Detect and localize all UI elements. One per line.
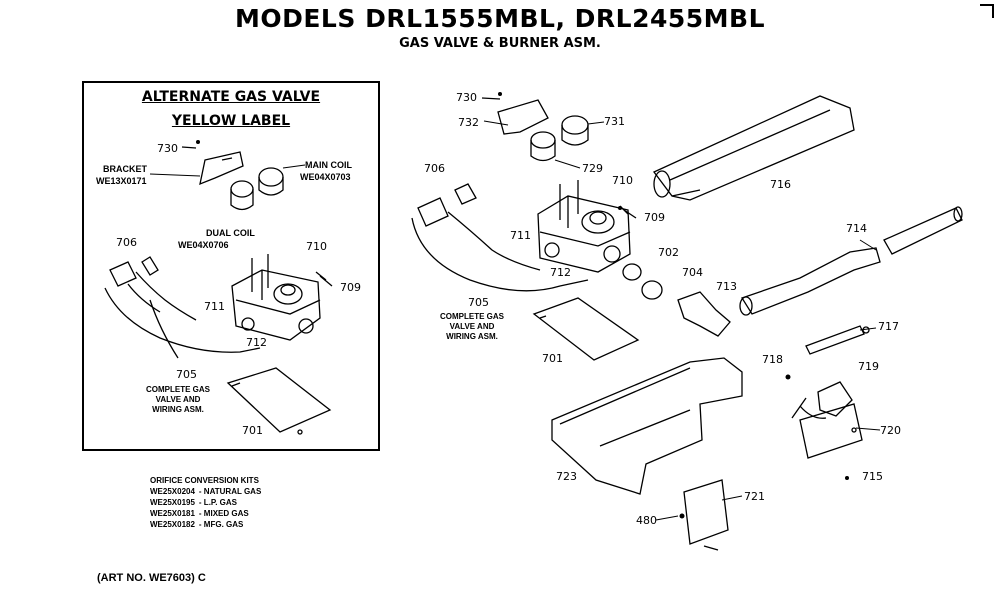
callout-721: 721	[744, 490, 765, 503]
inset-dual-coil-label: DUAL COIL	[206, 228, 255, 238]
inset-dual-coil-part: WE04X0706	[178, 240, 229, 250]
inset-callout-710: 710	[306, 240, 327, 253]
tube-right	[883, 207, 963, 255]
frame-723	[551, 357, 743, 495]
main-valve-body	[537, 195, 631, 273]
callout-712: 712	[550, 266, 571, 279]
main-coil-731	[561, 115, 589, 135]
inset-title-line2: YELLOW LABEL	[171, 113, 291, 129]
inset-bracket-label: BRACKET	[103, 164, 147, 174]
callout-720: 720	[880, 424, 901, 437]
inset-main-coil-part: WE04X0703	[300, 172, 351, 182]
shield-721	[683, 479, 729, 545]
kits-title: ORIFICE CONVERSION KITS	[150, 476, 259, 485]
callout-732: 732	[458, 116, 479, 129]
orifice-702	[622, 263, 642, 281]
manifold-714	[741, 247, 881, 315]
kit-row: WE25X0182- MFG. GAS	[150, 520, 244, 529]
inset-callout-701: 701	[242, 424, 263, 437]
inset-callout-730: 730	[157, 142, 178, 155]
inset-callout-712: 712	[246, 336, 267, 349]
kit-row: WE25X0204- NATURAL GAS	[150, 487, 262, 496]
inset-valve-body	[231, 269, 321, 341]
callout-719: 719	[858, 360, 879, 373]
kit-row: WE25X0195- L.P. GAS	[150, 498, 238, 507]
main-coil-729	[530, 131, 556, 149]
inset-bracket	[199, 151, 244, 186]
inset-main-coil-label: MAIN COIL	[305, 160, 352, 170]
callout-711: 711	[510, 229, 531, 242]
elbow-713	[677, 291, 731, 337]
inset-title-line1: ALTERNATE GAS VALVE	[141, 89, 321, 105]
callout-714: 714	[846, 222, 867, 235]
callout-480: 480	[636, 514, 657, 527]
art-number: (ART NO. WE7603) C	[97, 572, 206, 584]
callout-723: 723	[556, 470, 577, 483]
callout-709: 709	[644, 211, 665, 224]
orifice-conversion-kits: ORIFICE CONVERSION KITS WE25X0204- NATUR…	[150, 475, 261, 530]
corner-mark	[980, 4, 994, 18]
igniter-717	[805, 325, 865, 355]
inset-wiring	[109, 256, 197, 321]
inset-callout-711: 711	[204, 300, 225, 313]
inset-bracket-part: WE13X0171	[96, 176, 147, 186]
callout-706: 706	[424, 162, 445, 175]
orifice-704	[641, 280, 663, 300]
main-mount-plate	[532, 297, 640, 361]
callout-730: 730	[456, 91, 477, 104]
inset-callout-709: 709	[340, 281, 361, 294]
main-complete-caption: COMPLETE GAS VALVE AND WIRING ASM.	[439, 312, 504, 341]
plate-720	[799, 403, 863, 459]
callout-702: 702	[658, 246, 679, 259]
callout-713: 713	[716, 280, 737, 293]
callout-705: 705	[468, 296, 489, 309]
callout-729: 729	[582, 162, 603, 175]
inset-callout-705: 705	[176, 368, 197, 381]
main-wiring	[417, 183, 541, 271]
callout-710: 710	[612, 174, 633, 187]
callout-716: 716	[770, 178, 791, 191]
burner-tube-716	[652, 95, 855, 201]
callout-701: 701	[542, 352, 563, 365]
main-bracket	[497, 99, 549, 135]
callout-718: 718	[762, 353, 783, 366]
alternate-valve-inset: ALTERNATE GAS VALVE YELLOW LABEL	[82, 81, 380, 451]
kit-row: WE25X0181- MIXED GAS	[150, 509, 249, 518]
callout-715: 715	[862, 470, 883, 483]
callout-704: 704	[682, 266, 703, 279]
inset-callout-706: 706	[116, 236, 137, 249]
inset-complete-caption: COMPLETE GAS VALVE AND WIRING ASM.	[145, 385, 210, 414]
inset-mount-plate	[226, 367, 332, 433]
callout-717: 717	[878, 320, 899, 333]
diagram-subtitle: GAS VALVE & BURNER ASM.	[399, 36, 601, 51]
sensor-719	[817, 381, 853, 417]
callout-731: 731	[604, 115, 625, 128]
diagram-title: MODELS DRL1555MBL, DRL2455MBL	[234, 4, 766, 33]
